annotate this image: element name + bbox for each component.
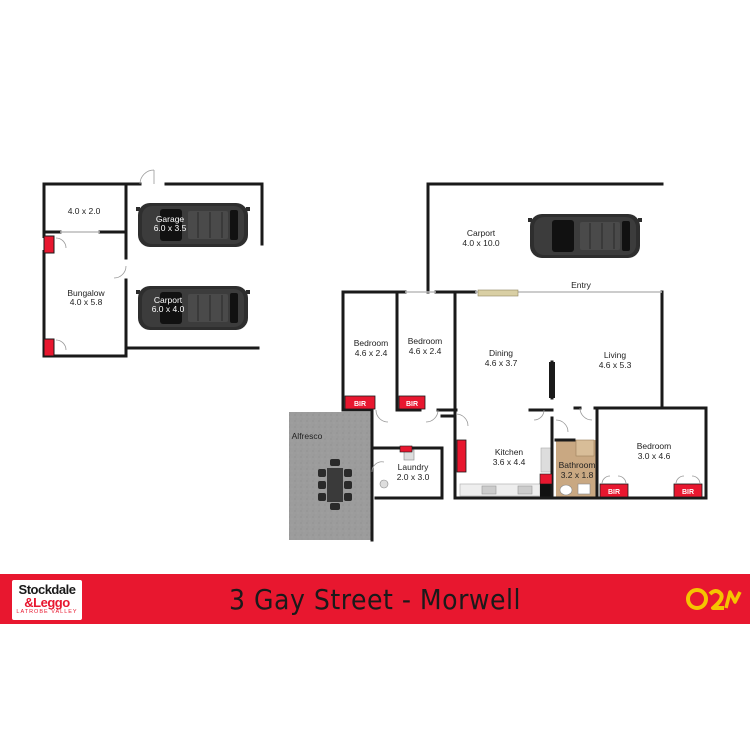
bedroom1-name: Bedroom (354, 338, 389, 348)
outbuildings: 4.0 x 2.0 Garage 6.0 x 3.5 Carport 6.0 x… (42, 169, 264, 358)
store-dims: 4.0 x 2.0 (68, 206, 101, 216)
alfresco-name: Alfresco (292, 431, 323, 441)
agency-logo-line3: LATROBE VALLEY (16, 609, 78, 615)
living-dims: 4.6 x 5.3 (599, 360, 632, 370)
sink-icon (481, 485, 497, 495)
toilet-icon (559, 484, 573, 496)
robe-icon (398, 395, 426, 410)
robe-icon (43, 235, 55, 254)
bedroom3-dims: 3.0 x 4.6 (638, 451, 671, 461)
kitchen-name: Kitchen (495, 447, 524, 457)
bedroom2-name: Bedroom (408, 336, 443, 346)
living-name: Living (604, 350, 626, 360)
fireplace-icon (477, 289, 519, 297)
laundry-name: Laundry (398, 462, 429, 472)
basin-icon (577, 483, 591, 495)
dining-dims: 4.6 x 3.7 (485, 358, 518, 368)
shower-icon (575, 439, 595, 457)
garage-name: Garage (156, 214, 185, 224)
agency-logo: Stockdale &Leggo LATROBE VALLEY (12, 580, 82, 620)
fridge-icon (540, 484, 552, 498)
bedroom2-dims: 4.6 x 2.4 (409, 346, 442, 356)
main-house: BIR BIR BIR BIR Carport 4.0 x 10.0 Entry… (289, 182, 708, 542)
address-banner: 3 Gay Street - Morwell Stockdale &Leggo … (0, 574, 750, 624)
main-carport-name: Carport (467, 228, 496, 238)
cooktop-icon (517, 485, 533, 495)
pantry-icon (456, 439, 467, 473)
robe-label-bed3b: BIR (682, 489, 694, 496)
bungalow-name: Bungalow (67, 288, 105, 298)
floor-plan: 4.0 x 2.0 Garage 6.0 x 3.5 Carport 6.0 x… (42, 169, 708, 542)
dining-name: Dining (489, 348, 513, 358)
robe-icon (599, 483, 629, 498)
agency-logo-line1: Stockdale (18, 582, 76, 597)
robe-icon (673, 483, 703, 498)
robe-icon (344, 395, 376, 410)
property-address: 3 Gay Street - Morwell (228, 583, 522, 616)
main-carport-car-icon (527, 213, 643, 259)
main-carport-dims: 4.0 x 10.0 (462, 238, 500, 248)
agency-logo-line2: &Leggo (24, 595, 70, 610)
small-carport-dims: 6.0 x 4.0 (152, 304, 185, 314)
bathroom-name: Bathroom (559, 460, 596, 470)
robe-label-bed1: BIR (354, 401, 366, 408)
dining-table-icon (318, 459, 352, 510)
robe-label-bed3a: BIR (608, 489, 620, 496)
laundry-dims: 2.0 x 3.0 (397, 472, 430, 482)
bedroom1-dims: 4.6 x 2.4 (355, 348, 388, 358)
kitchen-dims: 3.6 x 4.4 (493, 457, 526, 467)
small-carport-name: Carport (154, 295, 183, 305)
partner-logo-icon (686, 588, 742, 610)
bedroom3-name: Bedroom (637, 441, 672, 451)
entry-label: Entry (571, 280, 592, 290)
robe-icon (43, 338, 55, 357)
garage-dims: 6.0 x 3.5 (154, 223, 187, 233)
bathroom-dims: 3.2 x 1.8 (561, 470, 594, 480)
bungalow-dims: 4.0 x 5.8 (70, 297, 103, 307)
robe-label-bed2: BIR (406, 401, 418, 408)
